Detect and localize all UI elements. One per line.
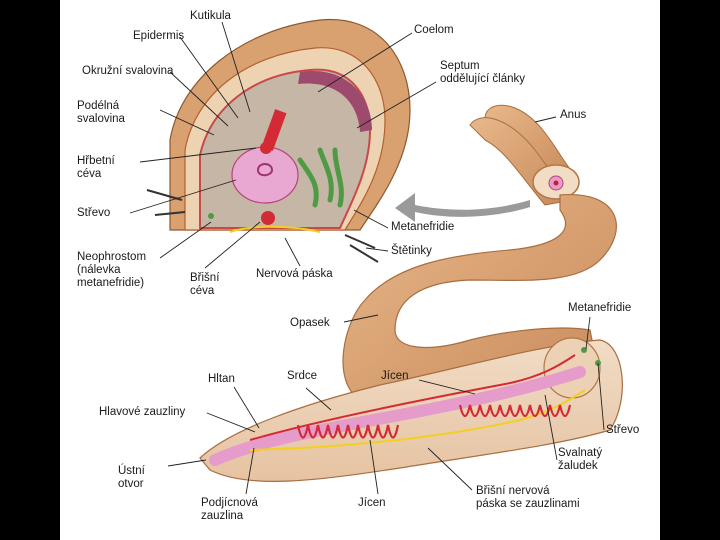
label-epidermis: Epidermis (133, 30, 185, 42)
label-ustni-otvor: Ústní otvor (118, 465, 145, 490)
label-strevo-body: Střevo (606, 424, 640, 436)
label-brisni-ceva: Břišní céva (190, 272, 220, 297)
label-svalnaty-zaludek: Svalnatý žaludek (558, 447, 603, 472)
label-podjicnova-zauzlina: Podjícnová zauzlina (201, 497, 258, 522)
label-opasek: Opasek (290, 317, 330, 329)
label-hlavove-zauzliny: Hlavové zauzliny (99, 406, 186, 418)
worm-tail (469, 104, 580, 206)
label-metanefridie-cross: Metanefridie (391, 221, 455, 233)
label-srdce: Srdce (287, 370, 318, 382)
leader-lines (129, 21, 605, 495)
label-coelom: Coelom (414, 24, 454, 36)
label-nervova-paska: Nervová páska (256, 268, 333, 280)
label-kutikula: Kutikula (190, 10, 231, 22)
label-metanefridie-body: Metanefridie (568, 302, 632, 314)
label-strevo-cross: Střevo (77, 207, 111, 219)
direction-arrow (395, 193, 530, 222)
label-anus: Anus (560, 109, 587, 121)
cross-section (146, 18, 411, 263)
worm-longitudinal-section (199, 337, 623, 482)
label-jicen-bottom: Jícen (358, 497, 386, 509)
label-okruzni-svalovina: Okružní svalovina (82, 65, 174, 77)
label-brisni-nervova-paska: Břišní nervová páska se zauzlinami (476, 485, 580, 510)
label-hrbetni-ceva: Hřbetní céva (77, 155, 115, 180)
label-septum: Septum oddělující články (440, 60, 526, 85)
label-stetinky: Štětinky (391, 245, 432, 257)
label-jicen-top: Jícen (381, 370, 409, 382)
label-hltan: Hltan (208, 373, 235, 385)
label-podelna-svalovina: Podélná svalovina (77, 100, 125, 125)
label-neophrostom: Neophrostom (nálevka metanefridie) (77, 251, 147, 289)
